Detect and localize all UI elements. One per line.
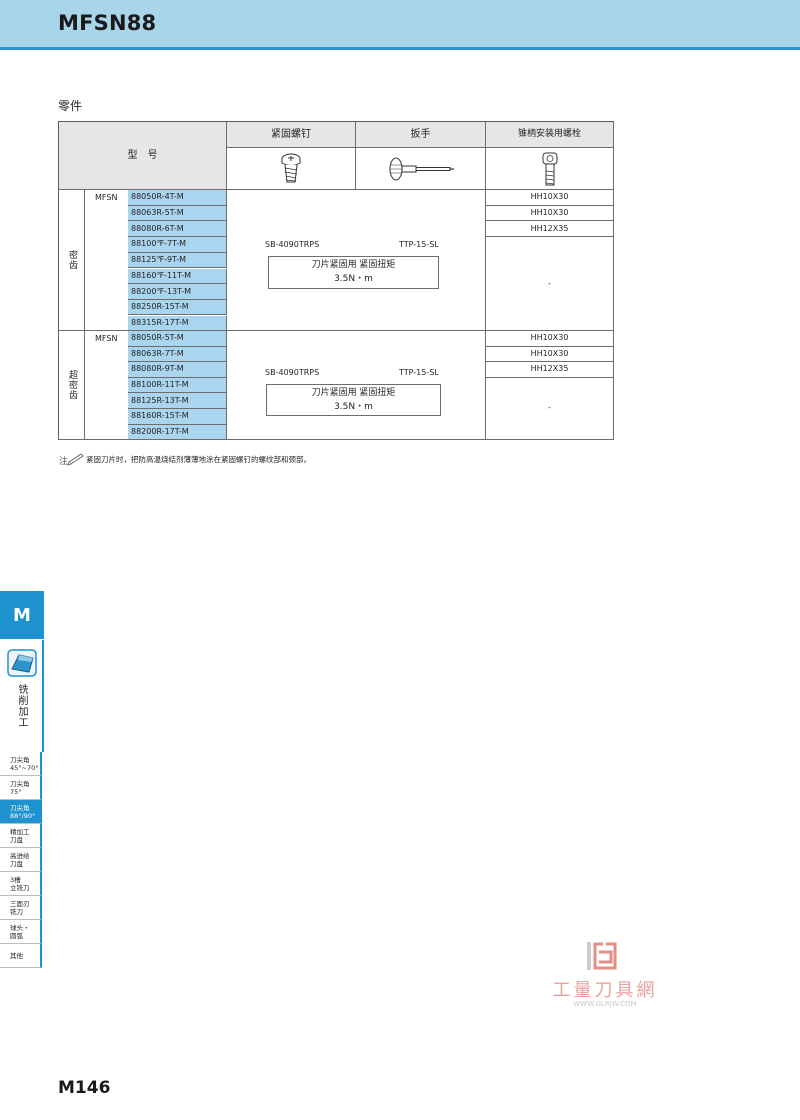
table-row: 88063R-7T-M <box>128 346 227 363</box>
table-row: 88200R-17T-M <box>128 424 227 440</box>
category-label: 铣削加工 <box>16 684 27 728</box>
nav-sublabel: 45°~70° <box>10 763 39 772</box>
page-header: MFSN88 <box>0 0 800 50</box>
prefix-cell <box>85 331 128 440</box>
nav-sublabel: 圆弧 <box>10 931 23 940</box>
torque-note: 刀片紧固用 紧固扭矩 3.5N・m <box>268 256 439 289</box>
table-row: 88125℉-9T-M <box>128 252 227 269</box>
table-row: 88160℉-11T-M <box>128 268 227 285</box>
group-label-dense: 密齿 <box>59 190 85 331</box>
wrench-cell <box>356 190 486 331</box>
table-row: 88050R-5T-M <box>128 331 227 347</box>
nav-label: 刀尖角 <box>10 779 30 788</box>
sidebar-item-angle-45-70[interactable]: 刀尖角 45°~70° <box>0 752 42 776</box>
model-prefix: MFSN <box>95 193 118 202</box>
sidebar-item-angle-88-90[interactable]: 刀尖角 88°/90° <box>0 800 42 824</box>
watermark: 工量刀具網 WWW.GLRJW.COM <box>535 940 675 1010</box>
nav-sublabel: 刀盘 <box>10 859 23 868</box>
group-label-text: 超密齿 <box>67 370 77 400</box>
nav-label: 刀尖角 <box>10 755 30 764</box>
wrench-part-number: TTP-15-SL <box>399 240 439 249</box>
nav-label: 球头・ <box>10 923 30 932</box>
model-header: 型 号 <box>59 122 227 190</box>
torque-label: 刀片紧固用 紧固扭矩 <box>311 260 396 270</box>
torque-value: 3.5N・m <box>334 274 373 284</box>
screw-cell <box>227 331 356 440</box>
torque-label: 刀片紧固用 紧固扭矩 <box>311 388 396 398</box>
sidebar-item-high-feed[interactable]: 高进给 刀盘 <box>0 848 42 872</box>
table-row: 88100R-11T-M <box>128 377 227 394</box>
section-letter-tab[interactable]: M <box>0 591 44 639</box>
note-pencil-icon: 注 <box>59 453 84 467</box>
page-title: MFSN88 <box>58 11 157 35</box>
sidebar-item-other[interactable]: 其他 <box>0 944 42 968</box>
watermark-logo-icon <box>587 940 617 970</box>
nav-sublabel: 铣刀 <box>10 907 23 916</box>
parts-table: 型 号 紧固螺钉 扳手 锥柄安装用螺栓 密齿 MFSN <box>58 121 614 440</box>
bolt-cell: HH10X30 <box>486 190 614 206</box>
nav-sublabel: 立铣刀 <box>10 883 30 892</box>
nav-label: 精加工 <box>10 827 30 836</box>
bolt-cell: HH12X35 <box>486 362 614 378</box>
sidebar-item-3-flute-endmill[interactable]: 3槽 立铣刀 <box>0 872 42 896</box>
table-row: 88080R-9T-M <box>128 362 227 378</box>
bolt-cell: HH10X30 <box>486 331 614 347</box>
bolt-cell: HH12X35 <box>486 221 614 238</box>
note-text: 紧固刀片时，把防高温烧结剂薄薄地涂在紧固螺钉的螺纹部和颈部。 <box>86 454 311 464</box>
table-row: 88100℉-7T-M <box>128 237 227 253</box>
sidebar-item-side-milling[interactable]: 三面刃 铣刀 <box>0 896 42 920</box>
bolt-header: 锥柄安装用螺栓 <box>486 122 614 148</box>
nav-label: 三面刃 <box>10 899 30 908</box>
sidebar-item-finishing[interactable]: 精加工 刀盘 <box>0 824 42 848</box>
table-row: 88080R-6T-M <box>128 221 227 238</box>
section-title: 零件 <box>58 99 83 113</box>
torque-value: 3.5N・m <box>334 402 373 412</box>
nav-label: 3槽 <box>10 875 21 884</box>
svg-text:注: 注 <box>59 455 68 467</box>
sidebar-nav: 刀尖角 45°~70° 刀尖角 75° 刀尖角 88°/90° 精加工 刀盘 高… <box>0 752 42 968</box>
bolt-icon <box>542 152 557 185</box>
model-prefix: MFSN <box>95 334 118 343</box>
table-row: 88063R-5T-M <box>128 205 227 222</box>
milling-insert-icon <box>7 649 37 677</box>
group-label-ultra-dense: 超密齿 <box>59 331 85 440</box>
table-row: 88250R-15T-M <box>128 299 227 316</box>
wrench-header: 扳手 <box>356 122 486 148</box>
watermark-brand: 工量刀具網 <box>552 980 658 1001</box>
note: 注 紧固刀片时，把防高温烧结剂薄薄地涂在紧固螺钉的螺纹部和颈部。 <box>58 451 311 467</box>
watermark-url: WWW.GLRJW.COM <box>573 1000 637 1008</box>
nav-sublabel: 刀盘 <box>10 835 23 844</box>
bolt-cell: HH10X30 <box>486 346 614 363</box>
bolt-cell: HH10X30 <box>486 205 614 222</box>
screw-icon-cell <box>227 148 356 190</box>
bolt-cell: - <box>486 377 614 440</box>
screw-cell <box>227 190 356 331</box>
sidebar-item-angle-75[interactable]: 刀尖角 75° <box>0 776 42 800</box>
table-row: 88160R-15T-M <box>128 409 227 425</box>
screw-part-number: SB-4090TRPS <box>265 240 320 249</box>
table-row: 88315R-17T-M <box>128 315 227 331</box>
torque-wrench-icon <box>389 157 454 180</box>
prefix-cell <box>85 190 128 331</box>
wrench-icon-cell <box>356 148 486 190</box>
screw-part-number: SB-4090TRPS <box>265 368 320 377</box>
bolt-icon-cell <box>486 148 614 190</box>
nav-label: 其他 <box>10 951 23 960</box>
nav-label: 高进给 <box>10 851 30 860</box>
nav-label: 刀尖角 <box>10 803 30 812</box>
bolt-cell: - <box>486 237 614 331</box>
wrench-part-number: TTP-15-SL <box>399 368 439 377</box>
group-label-text: 密齿 <box>67 250 77 270</box>
screw-header: 紧固螺钉 <box>227 122 356 148</box>
screw-icon <box>281 153 301 182</box>
table-row: 88200℉-13T-M <box>128 284 227 300</box>
table-row: 88125R-13T-M <box>128 393 227 409</box>
torque-note: 刀片紧固用 紧固扭矩 3.5N・m <box>266 384 441 416</box>
nav-sublabel: 75° <box>10 787 22 796</box>
page-number: M146 <box>58 1078 111 1098</box>
nav-sublabel: 88°/90° <box>10 811 36 820</box>
wrench-cell <box>356 331 486 440</box>
sidebar-item-ball-radius[interactable]: 球头・ 圆弧 <box>0 920 42 944</box>
table-row: 88050R-4T-M <box>128 190 227 206</box>
